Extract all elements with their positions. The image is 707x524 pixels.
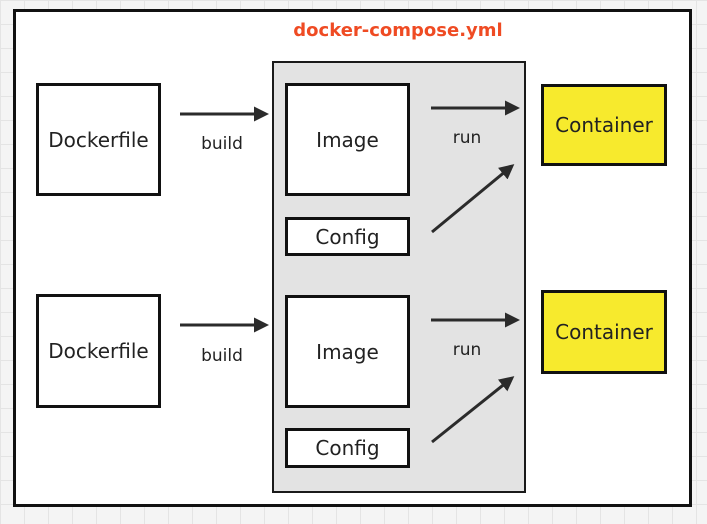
image-label-1: Image — [316, 127, 379, 152]
build-label-1: build — [201, 134, 243, 154]
config-label-1: Config — [315, 224, 380, 249]
container-label-2: Container — [555, 320, 653, 344]
dockerfile-box-2: Dockerfile — [36, 294, 161, 408]
image-label-2: Image — [316, 339, 379, 364]
build-label-2: build — [201, 346, 243, 366]
container-box-1: Container — [541, 84, 667, 166]
image-box-2: Image — [285, 295, 410, 408]
run-label-2: run — [452, 340, 482, 360]
config-arrow-1 — [431, 164, 515, 234]
container-label-1: Container — [555, 113, 653, 137]
config-box-2: Config — [285, 428, 410, 468]
dockerfile-box-1: Dockerfile — [36, 83, 161, 196]
run-label-1: run — [452, 128, 482, 148]
config-box-1: Config — [285, 217, 410, 256]
config-label-2: Config — [315, 436, 380, 460]
image-box-1: Image — [285, 83, 410, 196]
dockerfile-label-1: Dockerfile — [48, 127, 149, 152]
dockerfile-label-2: Dockerfile — [48, 339, 149, 363]
config-arrow-2 — [431, 376, 515, 444]
compose-title: docker-compose.yml — [293, 20, 503, 41]
container-box-2: Container — [541, 290, 667, 374]
